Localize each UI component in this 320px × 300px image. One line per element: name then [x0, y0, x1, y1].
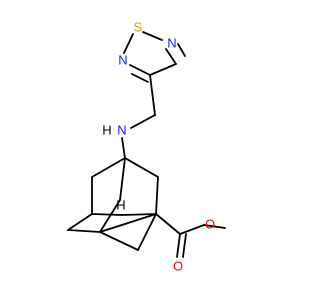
bond-a8 — [99, 213, 157, 233]
methyl-ester — [155, 213, 226, 258]
bond-a5 — [155, 176, 159, 215]
bond-c-n-left — [129, 64, 151, 76]
bond-a3 — [119, 157, 126, 201]
bond-ch-c — [149, 63, 177, 76]
bond-c-n-left-double — [131, 73, 149, 83]
bond-carbonyl-double-1 — [176, 233, 181, 258]
structure-diagram: S N N H N H O O — [67, 20, 226, 274]
atom-n-top: N — [167, 36, 176, 51]
bond-a7 — [67, 229, 101, 233]
bond-a10 — [121, 213, 157, 216]
bond-s-n-top — [142, 31, 163, 41]
thiadiazole-ring — [123, 31, 186, 83]
atom-o-carbonyl: O — [173, 259, 183, 274]
atom-n-amine: N — [117, 123, 126, 138]
atom-o-ester: O — [205, 217, 215, 232]
bond-ch2-n — [130, 114, 156, 129]
bond-n-ch-double — [177, 43, 186, 57]
atom-n-left: N — [118, 53, 127, 68]
bond-carbonyl-o — [179, 224, 205, 235]
molecule-canvas: S N N H N H O O — [67, 19, 226, 274]
bond-o-methyl — [203, 224, 226, 229]
bond-a6 — [67, 213, 93, 231]
bond-a1 — [91, 157, 126, 178]
bond-a13 — [99, 231, 139, 251]
atom-s: S — [134, 20, 143, 35]
atom-h-amine: H — [102, 123, 111, 138]
atom-h-bridgehead: H — [116, 198, 125, 213]
bond-carbonyl-double-2 — [182, 233, 187, 258]
bond-a12 — [137, 213, 157, 251]
bond-a2 — [124, 157, 159, 178]
bond-n-ch — [165, 48, 177, 65]
linker — [121, 74, 156, 159]
bond-c-ch2 — [149, 74, 156, 116]
bond-c-carbonyl — [155, 213, 181, 235]
bond-a9 — [91, 213, 123, 216]
adamantane-cage — [67, 157, 159, 251]
bond-s-n-left — [123, 33, 134, 54]
bond-n-adamantyl — [121, 137, 126, 159]
bond-a11 — [99, 199, 121, 233]
